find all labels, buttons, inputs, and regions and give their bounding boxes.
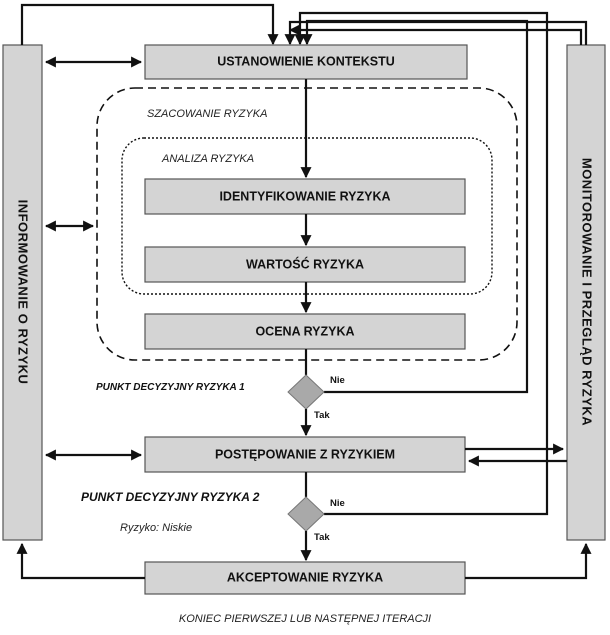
decision2-no-label: Nie <box>330 498 345 509</box>
left-side-panel <box>2 44 43 541</box>
feedback-loop-1 <box>301 19 529 394</box>
acceptance-to-right-arrow <box>465 542 592 580</box>
right-side-panel <box>566 44 606 541</box>
assessment-region-label: SZACOWANIE RYZYKA <box>147 108 267 120</box>
identification-box <box>144 178 466 215</box>
treatment-box-label: POSTĘPOWANIE Z RYZYKIEM <box>215 447 395 461</box>
decision-diamond-1 <box>287 374 325 410</box>
analysis-region-label: ANALIZA RYZYKA <box>161 153 254 165</box>
context-box-label: USTANOWIENIE KONTEKSTU <box>217 54 395 68</box>
evaluation-box-label: OCENA RYZYKA <box>255 324 354 338</box>
identification-box-label: IDENTYFIKOWANIE RYZYKA <box>219 189 390 203</box>
acceptance-box-label: AKCEPTOWANIE RYZYKA <box>227 570 383 584</box>
value-box <box>144 246 466 283</box>
evaluation-box <box>144 313 466 350</box>
left-side-label: INFORMOWANIE O RYZYKU <box>16 200 31 385</box>
right-side-label: MONITOROWANIE I PRZEGLĄD RYZYKA <box>580 158 595 426</box>
decision-point-2-label: PUNKT DECYZYJNY RYZYKA 2 <box>81 490 260 504</box>
top-right-arrow <box>284 20 588 46</box>
decision-diamond-2 <box>287 496 325 532</box>
context-from-monitoring-arrow <box>288 24 583 45</box>
decision2-yes-label: Tak <box>314 532 330 543</box>
feedback-loop-2 <box>294 11 549 516</box>
value-box-label: WARTOŚĆ RYZYKA <box>246 256 364 271</box>
risk-level-note: Ryzyko: Niskie <box>120 522 192 534</box>
acceptance-to-left-arrow <box>16 542 145 580</box>
decision1-no-label: Nie <box>330 375 345 386</box>
footer-label: KONIEC PIERWSZEJ LUB NASTĘPNEJ ITERACJI <box>179 613 431 625</box>
decision-point-1-label: PUNKT DECYZYJNY RYZYKA 1 <box>96 382 245 393</box>
decision1-yes-label: Tak <box>314 410 330 421</box>
top-loop-arrow <box>20 3 279 46</box>
